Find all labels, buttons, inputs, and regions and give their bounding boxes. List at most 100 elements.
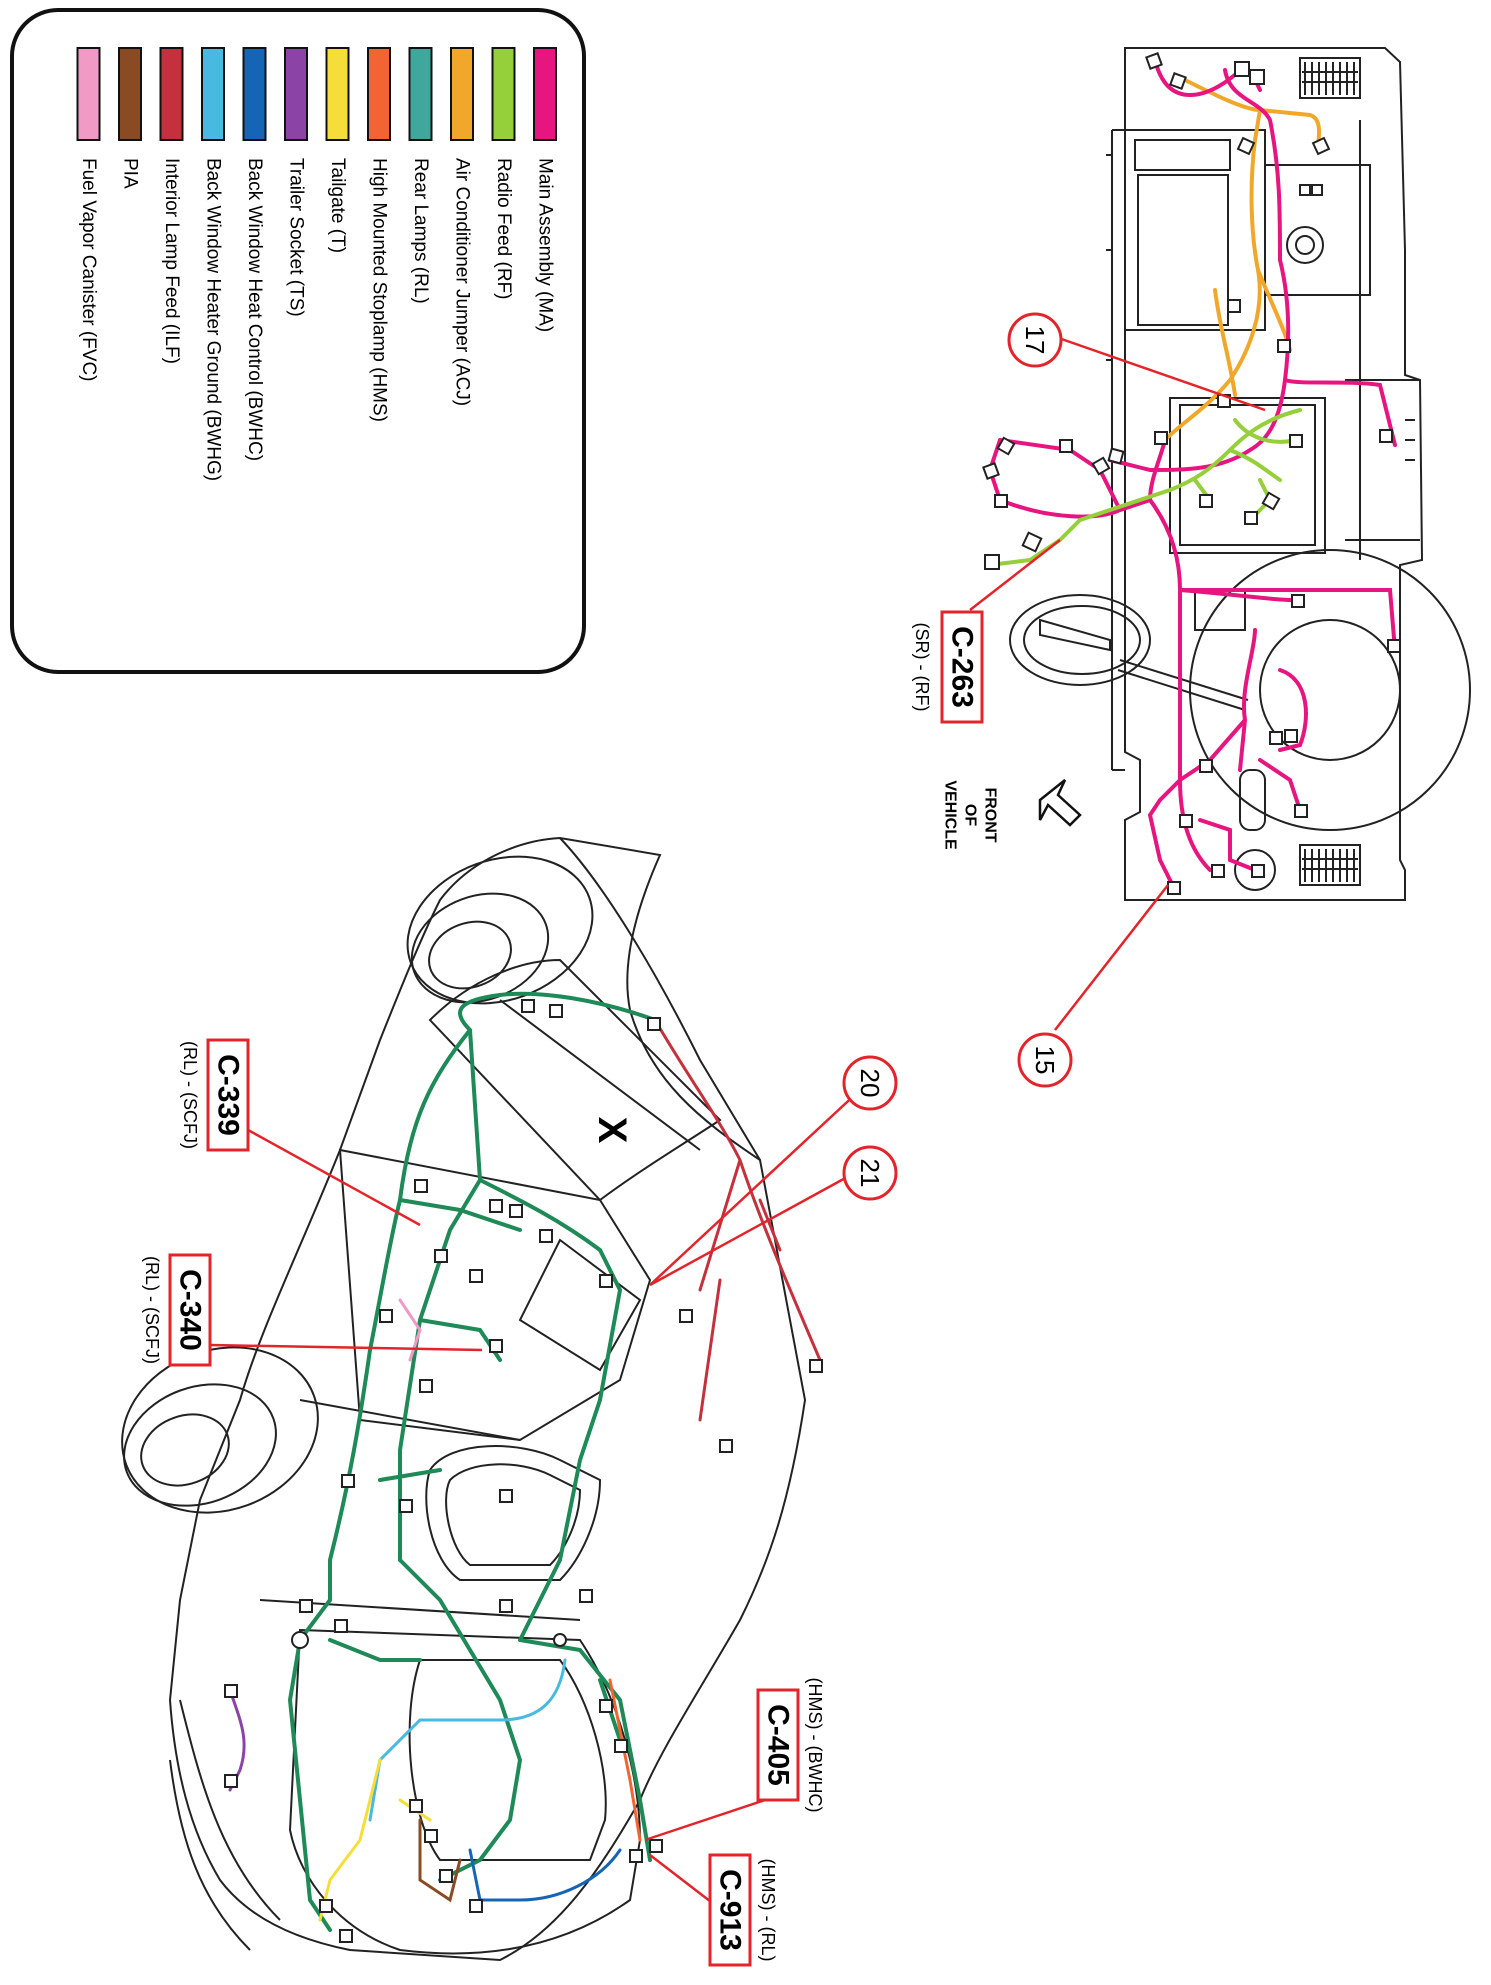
- legend-swatch: [76, 47, 101, 141]
- arrow-icon: [1038, 779, 1082, 827]
- leader-c405: [644, 1798, 766, 1842]
- legend-entry: Trailer Socket (TS): [284, 47, 308, 317]
- bumper: [169, 1699, 281, 1951]
- legend-swatch: [367, 47, 391, 141]
- side-glass-inner: [445, 1463, 582, 1566]
- legend-entry: Interior Lamp Feed (ILF): [159, 47, 184, 364]
- front-of-vehicle-indicator: FRONT OF VEHICLE: [942, 779, 1082, 850]
- rear-wheel-hub: [140, 1413, 230, 1487]
- steering-column: [1117, 659, 1249, 711]
- dash-connectors: [982, 52, 1401, 895]
- leader-c263: [969, 539, 1061, 611]
- wire-bwhc: [468, 1848, 622, 1902]
- connector-c339-id: C-339: [212, 1054, 245, 1136]
- panel-tabs: [1106, 154, 1415, 461]
- legend-swatch: [325, 47, 350, 141]
- steering-wheel-hub: [1259, 619, 1401, 761]
- connector-c339: C-339 (RL) - (SCFJ): [180, 1038, 250, 1152]
- wire-rf: [988, 408, 1302, 567]
- cab-side: [338, 1148, 652, 1442]
- callout-20-label: 20: [855, 1069, 885, 1098]
- legend-swatch: [284, 47, 308, 141]
- front-label-line1: FRONT: [982, 787, 999, 842]
- legend-label: Tailgate (T): [327, 158, 348, 253]
- upper-compartment: [1124, 129, 1266, 331]
- legend-entry: Back Window Heat Control (BWHC): [242, 47, 267, 461]
- legend-label: Rear Lamps (RL): [410, 158, 431, 304]
- legend-swatch: [159, 47, 184, 141]
- wire-hms: [608, 1678, 642, 1842]
- legend-label: Interior Lamp Feed (ILF): [161, 158, 182, 364]
- climate-knob: [1286, 226, 1324, 264]
- callout-17: 17: [1007, 312, 1063, 368]
- vent-bottom: [1299, 844, 1361, 886]
- legend-swatch: [450, 47, 474, 141]
- legend-label: Air Conditioner Jumper (ACJ): [452, 158, 473, 406]
- dashboard-wiring: [982, 52, 1401, 895]
- legend-swatch: [118, 47, 142, 141]
- vehicle-body-view: [121, 836, 807, 1962]
- legend-label: Main Assembly (MA): [535, 158, 556, 332]
- legend-entry: Back Window Heater Ground (BWHG): [201, 47, 225, 481]
- legend-label: Back Window Heat Control (BWHC): [244, 158, 265, 461]
- legend-swatch: [533, 47, 557, 141]
- front-wheel-well: [406, 855, 594, 1005]
- connector-c263-desc: (SR) - (RF): [912, 623, 932, 712]
- vent-bottom-grille: [1302, 849, 1358, 882]
- climate-knob-inner: [1295, 235, 1315, 255]
- legend-items: Main Assembly (MA)Radio Feed (RF)Air Con…: [76, 47, 557, 481]
- leader-c913: [649, 1854, 716, 1906]
- connector-c263-id: C-263: [946, 626, 979, 708]
- legend-swatch: [408, 47, 433, 141]
- connector-c405-id: C-405: [762, 1704, 795, 1786]
- leader-c340: [209, 1343, 483, 1352]
- hood-mark: X: [590, 1117, 634, 1144]
- callout-21-label: 21: [855, 1159, 885, 1188]
- switch-cutout: [1234, 849, 1276, 891]
- legend-entry: Air Conditioner Jumper (ACJ): [450, 47, 474, 406]
- wire-fvc: [398, 1298, 422, 1362]
- legend-label: Trailer Socket (TS): [286, 158, 307, 317]
- connector-c340-id: C-340: [174, 1269, 207, 1351]
- leader-15: [1054, 884, 1169, 1031]
- panel-ridge: [1345, 120, 1420, 560]
- legend-entry: Fuel Vapor Canister (FVC): [76, 47, 101, 382]
- legend-entry: Tailgate (T): [325, 47, 350, 253]
- upper-compartment-lid: [1134, 139, 1231, 326]
- connector-c263: C-263 (SR) - (RF): [912, 610, 984, 724]
- legend-entry: Rear Lamps (RL): [408, 47, 433, 304]
- connector-c339-desc: (RL) - (SCFJ): [180, 1041, 200, 1149]
- rear-wheel-well: [121, 1346, 319, 1514]
- instrument-panel-view: [1009, 47, 1471, 901]
- leader-c339: [229, 1118, 421, 1227]
- leader-17: [1049, 333, 1266, 412]
- connector-c913: C-913 (HMS) - (RL): [708, 1853, 778, 1967]
- front-wheel-hub: [428, 920, 512, 990]
- steering-wheel-rim: [1189, 549, 1471, 831]
- legend: Main Assembly (MA)Radio Feed (RF)Air Con…: [10, 8, 586, 674]
- legend-swatch: [491, 47, 516, 141]
- door-window: [518, 1238, 642, 1372]
- center-stack: [1169, 397, 1326, 554]
- column-cover: [1039, 618, 1111, 652]
- leader-lines: [209, 333, 1266, 1906]
- ignition-cutout: [1239, 769, 1266, 831]
- liftgate-window: [408, 1659, 607, 1861]
- vehicle-wiring: [224, 991, 823, 1943]
- climate-module: [1264, 164, 1371, 296]
- legend-label: PIA: [120, 158, 141, 189]
- wire-ma: [987, 58, 1397, 892]
- front-label-line2: OF: [962, 804, 979, 826]
- wire-rl: [287, 991, 657, 1932]
- connector-c405: C-405 (HMS) - (BWHC): [756, 1678, 825, 1812]
- connector-c913-desc: (HMS) - (RL): [758, 1859, 778, 1962]
- callout-17-label: 17: [1020, 326, 1050, 355]
- connector-c340: C-340 (RL) - (SCFJ): [142, 1253, 212, 1367]
- legend-entry: Main Assembly (MA): [533, 47, 557, 332]
- callout-15-label: 15: [1030, 1046, 1060, 1075]
- instrument-panel-outline: [1124, 47, 1424, 901]
- legend-entry: High Mounted Stoplamp (HMS): [367, 47, 391, 422]
- hood-line: [559, 837, 761, 1161]
- wire-pia: [418, 1818, 462, 1903]
